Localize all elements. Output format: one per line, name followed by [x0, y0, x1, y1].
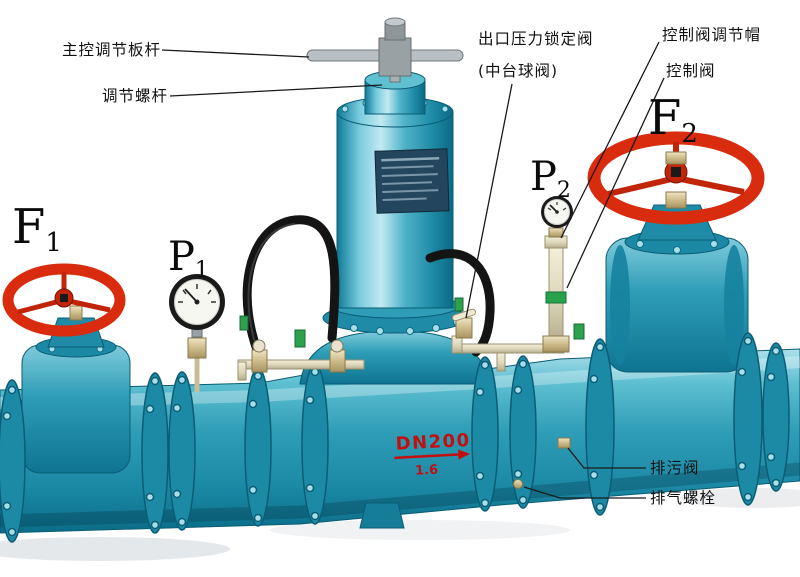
leader-outlet-lock-valve	[465, 83, 513, 319]
pipe-flange	[509, 355, 537, 509]
callout-vent-bolt: 排气螺栓	[650, 489, 716, 507]
left-handwheel-f1	[2, 263, 126, 337]
prv-nameplate	[374, 148, 450, 214]
drain-valve	[557, 437, 571, 449]
pressure-gauge-p2	[541, 196, 573, 228]
flow-arrow	[394, 453, 459, 460]
marker-p1: P1	[168, 234, 209, 283]
pipe-flange	[762, 342, 790, 492]
callout-drain-valve: 排污阀	[650, 459, 700, 477]
callouts: 主控调节板杆 调节螺杆 出口压力锁定阀 (中台球阀) 控制阀调节帽 控制阀 排污…	[62, 26, 761, 507]
callout-outlet-lock-valve-line1: 出口压力锁定阀	[478, 30, 594, 48]
outlet-lock-valve	[451, 308, 477, 339]
pipe-flange	[585, 338, 615, 516]
callout-adjust-screw: 调节螺杆	[102, 87, 168, 105]
pipe-flanges	[0, 332, 790, 543]
sensing-valve-1	[251, 349, 268, 373]
valve-support-foot	[359, 502, 405, 529]
pipe-flange	[733, 332, 763, 506]
control-valve-green-band	[545, 291, 567, 304]
pressure-reducing-valve	[306, 17, 468, 335]
callout-main-control-rod: 主控调节板杆	[62, 41, 161, 59]
leader-lines	[161, 41, 665, 499]
marker-f2: F2	[648, 90, 698, 149]
right-handwheel-f2	[587, 131, 765, 225]
hose-left	[242, 215, 340, 367]
leader-adjust-screw	[169, 84, 383, 97]
leader-main-control-rod	[161, 49, 310, 58]
vent-bolt	[513, 479, 523, 489]
pipe-flange	[168, 371, 196, 531]
pipe-flange	[301, 363, 329, 525]
sensing-valve-2	[329, 349, 346, 373]
leader-control-valve-cap	[560, 41, 660, 239]
sensing-line-right	[451, 308, 565, 372]
pipe-flange	[141, 372, 169, 534]
leader-vent-bolt	[523, 486, 646, 499]
ground-shadows	[0, 488, 800, 561]
hose-right	[425, 249, 495, 357]
pipe-flange	[244, 367, 272, 527]
leader-drain-valve	[567, 447, 646, 469]
hoses	[242, 215, 495, 367]
gauge-needle	[184, 288, 198, 303]
control-valve-cap	[544, 235, 568, 249]
marker-f1: F1	[12, 199, 62, 258]
callout-control-valve-cap: 控制阀调节帽	[662, 26, 761, 44]
pipe-markings: DN200 1.6	[394, 430, 471, 479]
pn-marking: 1.6	[415, 463, 439, 479]
t-handle	[306, 17, 464, 77]
right-handwheel-nut	[665, 151, 687, 165]
pressure-gauge-p1	[169, 274, 225, 392]
control-valve	[542, 227, 571, 449]
right-valve-gland	[665, 191, 687, 209]
sensing-valve-1-handle	[252, 339, 266, 353]
control-valve-base	[542, 335, 570, 353]
marker-p2: P2	[530, 154, 571, 203]
callout-control-valve: 控制阀	[666, 62, 716, 80]
pipe-flange	[471, 356, 499, 512]
callout-outlet-lock-valve-line2: (中台球阀)	[478, 62, 558, 80]
green-tags	[239, 297, 585, 348]
markers: F1 P1 P2 F2	[12, 90, 698, 283]
sensing-line-left	[237, 339, 365, 381]
left-valve-stem	[69, 305, 83, 321]
pipe-flange	[0, 379, 26, 543]
leader-control-valve	[566, 77, 665, 289]
sensing-valve-2-handle	[330, 339, 344, 353]
